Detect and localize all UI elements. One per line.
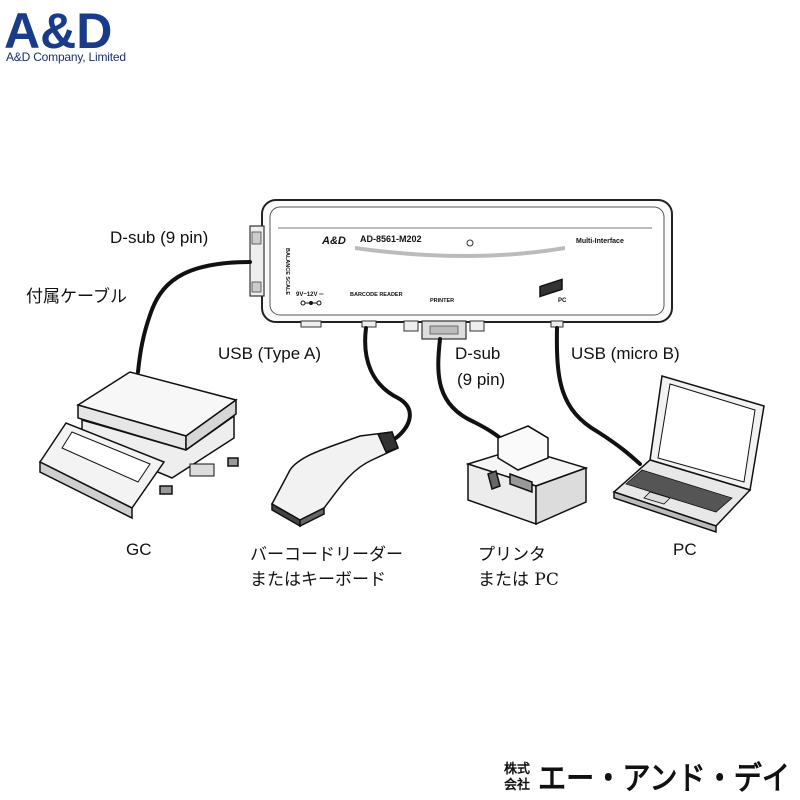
device-label-printer-1: プリンタ — [478, 545, 546, 565]
barcode-reader — [270, 431, 399, 528]
printer-port-label: PRINTER — [430, 298, 454, 304]
device-label-printer-2: または PC — [478, 570, 559, 590]
device-logo: A&D — [321, 235, 346, 247]
interface-device: A&D AD-8561-M202 Multi-Interface BALANCE… — [249, 199, 673, 340]
footer-kabushiki-bottom: 会社 — [504, 777, 530, 793]
usb-micro-label: USB (micro B) — [571, 344, 680, 363]
status-led-icon — [466, 239, 474, 247]
device-model: AD-8561-M202 — [360, 234, 422, 244]
brand-logo: A&D — [4, 3, 164, 59]
device-label-barcode-1: バーコードリーダー — [250, 545, 403, 565]
brand-logo-graphic: A&D — [4, 3, 112, 59]
cable-label: 付属ケーブル — [26, 287, 127, 307]
power-jack-icon — [300, 300, 322, 306]
usb-a-label: USB (Type A) — [218, 344, 321, 363]
footer-company-kana: エー・アンド・デイ — [538, 759, 790, 797]
dsub-bottom-label-1: D-sub — [455, 344, 501, 363]
barcode-port-label: BARCODE READER — [350, 292, 403, 298]
laptop-keyboard — [625, 469, 733, 513]
gc-balance — [38, 371, 239, 520]
company-name: A&D Company, Limited — [6, 50, 126, 64]
cable-barcode — [363, 326, 412, 440]
power-port-label: 9V~12V ═ — [296, 292, 324, 298]
printer — [465, 278, 589, 526]
cable-pc — [554, 326, 642, 466]
cable-balance — [136, 260, 252, 374]
device-series-label: Multi-Interface — [576, 238, 624, 245]
brand-logo-text: A&D — [4, 4, 112, 52]
device-curve-stripe — [355, 246, 565, 258]
dsub-bottom-label-2: (9 pin) — [457, 370, 506, 389]
footer-logo: 株式 会社 エー・アンド・デイ — [504, 759, 790, 797]
laptop-screen — [657, 383, 756, 483]
pc-port-label: PC — [558, 298, 567, 304]
device-label-gc: GC — [126, 540, 152, 559]
balance-port-label: BALANCE SCALE — [284, 248, 290, 295]
device-label-barcode-2: またはキーボード — [250, 570, 386, 590]
dsub-left-label: D-sub (9 pin) — [110, 228, 209, 247]
device-label-pc: PC — [673, 540, 697, 559]
footer-kabushiki-top: 株式 — [504, 761, 530, 777]
laptop — [612, 375, 765, 534]
